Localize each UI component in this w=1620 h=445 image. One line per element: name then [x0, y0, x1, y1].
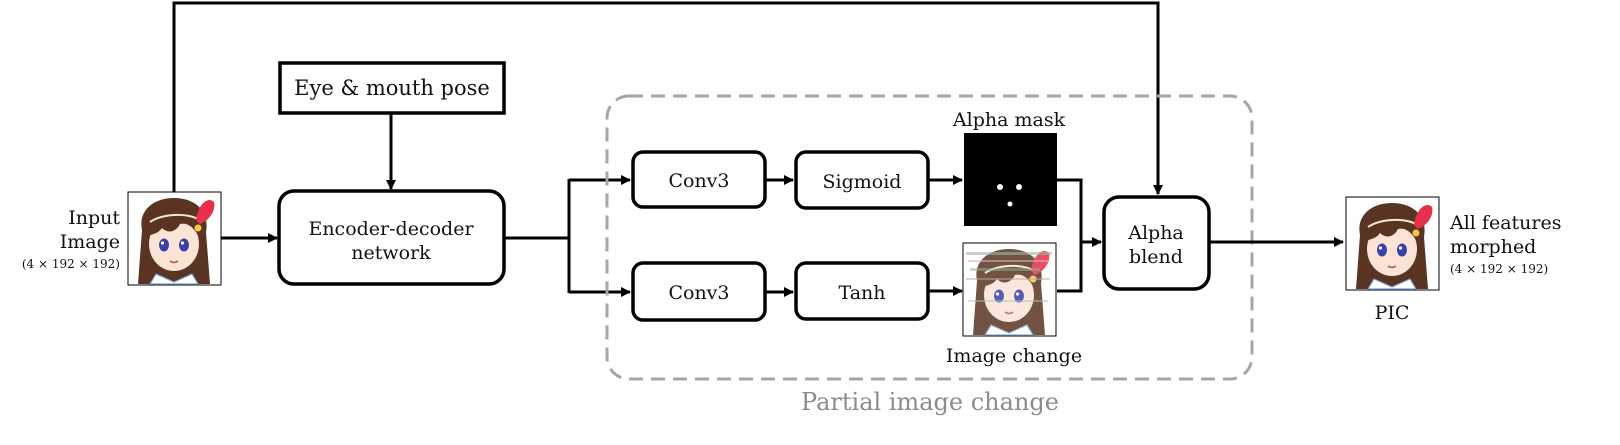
input-label-line2: Image — [60, 231, 120, 253]
encoder-label-line1: Encoder-decoder — [308, 218, 474, 240]
alpha-blend-label-line1: Alpha — [1127, 222, 1184, 244]
conv3-bottom-label: Conv3 — [668, 282, 729, 304]
eye-mouth-pose-box — [278, 61, 506, 115]
input-dims: (4 × 192 × 192) — [22, 257, 120, 271]
tanh-label: Tanh — [839, 282, 886, 304]
pic-label: PIC — [1375, 302, 1410, 324]
conv3-top-label: Conv3 — [668, 170, 729, 192]
input-image — [137, 197, 216, 285]
encoder-label-line2: network — [351, 242, 431, 264]
output-label-line2: morphed — [1450, 236, 1536, 258]
arrow-mask-to-blend — [1057, 178, 1102, 247]
partial-image-change-label: Partial image change — [801, 388, 1059, 416]
image-change-label: Image change — [946, 345, 1082, 367]
alpha-mask-label: Alpha mask — [952, 109, 1066, 131]
output-dims: (4 × 192 × 192) — [1450, 262, 1548, 276]
eye-mouth-pose-label: Eye & mouth pose — [294, 76, 490, 100]
skip-connection-line — [172, 1, 1163, 195]
partial-image-change-group — [605, 94, 1254, 381]
input-label-line1: Input — [68, 207, 120, 229]
output-image — [1355, 202, 1434, 290]
alpha-mask-image — [964, 133, 1057, 226]
sigmoid-label: Sigmoid — [823, 171, 902, 193]
alpha-blend-label-line2: blend — [1129, 246, 1183, 268]
output-label-line1: All features — [1449, 212, 1561, 234]
image-change-image — [962, 242, 1057, 337]
line-change-to-blend — [1057, 242, 1083, 293]
